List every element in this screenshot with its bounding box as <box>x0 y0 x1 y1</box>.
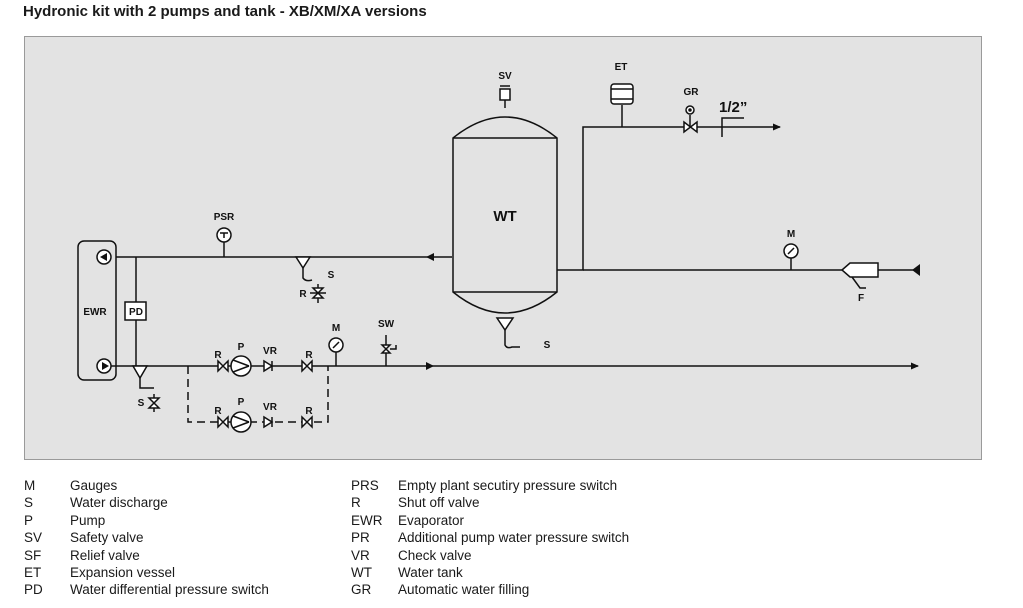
pressure-switch-icon <box>216 227 232 257</box>
label-sv: SV <box>498 71 512 82</box>
water-tank <box>452 116 558 314</box>
label-ewr: EWR <box>83 307 107 318</box>
label-pipe-size: 1/2” <box>719 99 747 116</box>
automatic-filling-valve-icon <box>683 105 698 134</box>
legend-desc: Water differential pressure switch <box>70 582 269 598</box>
expansion-vessel-icon <box>610 83 634 105</box>
pump-1-icon <box>230 355 252 377</box>
tank-drain-icon <box>495 317 520 349</box>
lower-drain-icon <box>131 365 161 412</box>
legend-code: WT <box>351 564 372 580</box>
label-m-mid: M <box>332 323 340 334</box>
upper-drain-icon <box>294 256 326 303</box>
pipe-size-mark <box>721 117 744 137</box>
gauge-icon-middle <box>328 337 344 366</box>
differential-pressure-switch <box>124 301 147 321</box>
label-r-upper: R <box>299 289 307 300</box>
legend-code: R <box>351 495 361 511</box>
legend-code: PR <box>351 530 370 546</box>
label-vr2: VR <box>263 402 278 413</box>
legend-desc: Empty plant secutiry pressure switch <box>398 478 618 493</box>
label-s-tank: S <box>544 340 551 351</box>
legend-desc: Safety valve <box>70 530 144 546</box>
label-psr: PSR <box>214 212 235 223</box>
legend-code: M <box>24 478 36 493</box>
label-m-right: M <box>787 229 795 240</box>
shutoff-valve-r3 <box>217 415 229 429</box>
label-s-upper: S <box>328 270 335 281</box>
legend-code: PD <box>24 582 43 598</box>
label-sw: SW <box>378 319 395 330</box>
check-valve-vr1 <box>263 359 274 373</box>
legend-desc: Shut off valve <box>398 495 480 511</box>
legend-code: SF <box>24 547 42 563</box>
label-gr: GR <box>684 87 700 98</box>
gauge-icon-right <box>783 243 799 270</box>
label-r1: R <box>214 350 222 361</box>
legend-desc: Pump <box>70 512 106 528</box>
diagram-panel <box>24 36 982 460</box>
legend-desc: Water discharge <box>70 495 168 511</box>
label-pd: PD <box>129 307 143 318</box>
page-title: Hydronic kit with 2 pumps and tank - XB/… <box>23 3 427 20</box>
legend-desc: Automatic water filling <box>398 582 530 598</box>
legend-desc: Evaporator <box>398 512 465 528</box>
pump-2-icon <box>230 411 252 433</box>
legend-code: P <box>24 512 34 528</box>
shutoff-valve-r1 <box>217 359 229 373</box>
label-vr1: VR <box>263 346 278 357</box>
label-p1: P <box>238 342 245 353</box>
flow-switch-icon <box>380 335 397 366</box>
shutoff-valve-r2 <box>301 359 313 373</box>
legend-desc: Check valve <box>398 547 472 563</box>
label-s-lower: S <box>138 398 145 409</box>
legend-desc: Expansion vessel <box>70 564 176 580</box>
check-valve-vr2 <box>263 415 274 429</box>
label-r4: R <box>305 406 313 417</box>
legend-code: GR <box>351 582 372 598</box>
label-r3: R <box>214 406 222 417</box>
legend-code: EWR <box>351 512 383 528</box>
label-f: F <box>858 293 864 304</box>
evaporator <box>77 240 117 381</box>
label-et: ET <box>615 62 628 73</box>
legend-desc: Additional pump water pressure switch <box>398 530 630 546</box>
shutoff-valve-r4 <box>301 415 313 429</box>
legend-desc: Gauges <box>70 478 118 493</box>
legend-code: VR <box>351 547 370 563</box>
legend-code: PRS <box>351 478 379 493</box>
safety-valve-icon <box>499 85 511 108</box>
legend-desc: Water tank <box>398 564 463 580</box>
label-p2: P <box>238 397 245 408</box>
label-r2: R <box>305 350 313 361</box>
filter-icon <box>840 262 879 289</box>
legend-code: SV <box>24 530 43 546</box>
label-wt: WT <box>493 208 516 225</box>
legend-desc: Relief valve <box>70 547 140 563</box>
legend-code: ET <box>24 564 42 580</box>
legend-code: S <box>24 495 34 511</box>
